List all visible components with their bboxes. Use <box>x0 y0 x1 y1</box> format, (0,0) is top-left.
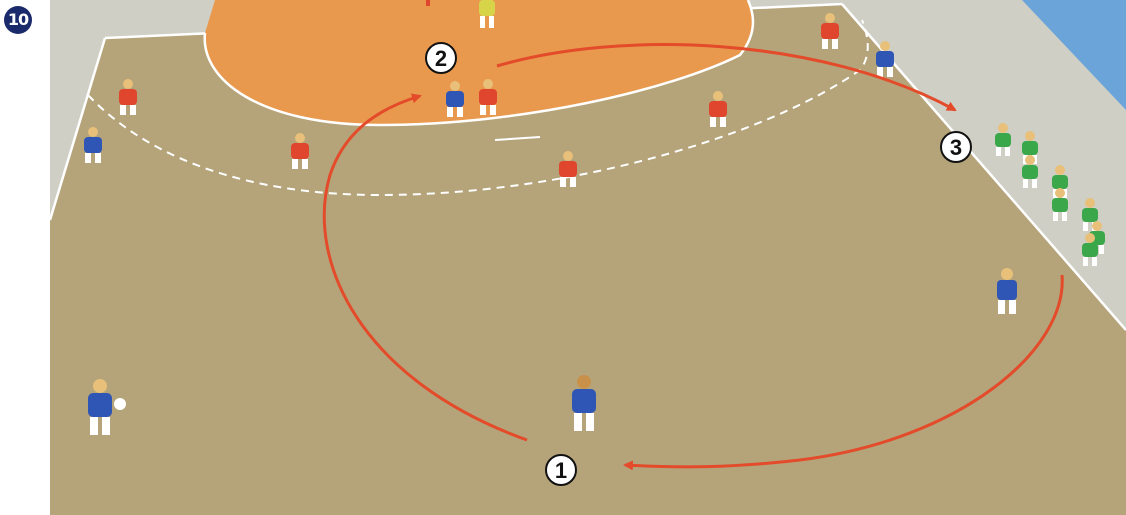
step-marker-2: 2 <box>425 42 457 74</box>
red-defender <box>119 79 137 115</box>
step-label: 3 <box>950 135 962 160</box>
arrow-step-1-to-2 <box>322 93 528 442</box>
step-label: 2 <box>435 46 447 71</box>
red-defender <box>479 79 497 115</box>
step-label: 1 <box>555 458 567 483</box>
goal-area-line <box>203 0 755 127</box>
goalkeeper <box>479 0 495 28</box>
blue-attacker <box>572 375 596 431</box>
step-marker-1: 1 <box>545 454 577 486</box>
green-substitute <box>1082 233 1098 266</box>
green-substitute <box>1052 188 1068 221</box>
seven-meter-mark <box>494 136 541 141</box>
blue-attacker <box>84 127 102 163</box>
red-defender <box>559 151 577 187</box>
arrow-step-2-to-3 <box>496 43 957 112</box>
playing-court <box>50 4 1126 515</box>
arrow-step-3-to-1 <box>623 274 1064 471</box>
blue-attacker <box>88 379 126 435</box>
blue-attacker <box>446 81 464 117</box>
green-substitute <box>995 123 1011 156</box>
water-corner <box>1022 0 1126 110</box>
red-defender <box>291 133 309 169</box>
blue-attacker <box>997 268 1017 314</box>
red-defender <box>426 0 430 6</box>
green-substitute <box>1022 155 1038 188</box>
red-defender <box>709 91 727 127</box>
red-defender <box>821 13 839 49</box>
court-sideline-left <box>48 37 107 221</box>
blue-attacker <box>876 41 894 77</box>
step-marker-3: 3 <box>940 131 972 163</box>
figure-number-badge: 10 <box>4 6 32 34</box>
goal-area <box>204 0 754 125</box>
